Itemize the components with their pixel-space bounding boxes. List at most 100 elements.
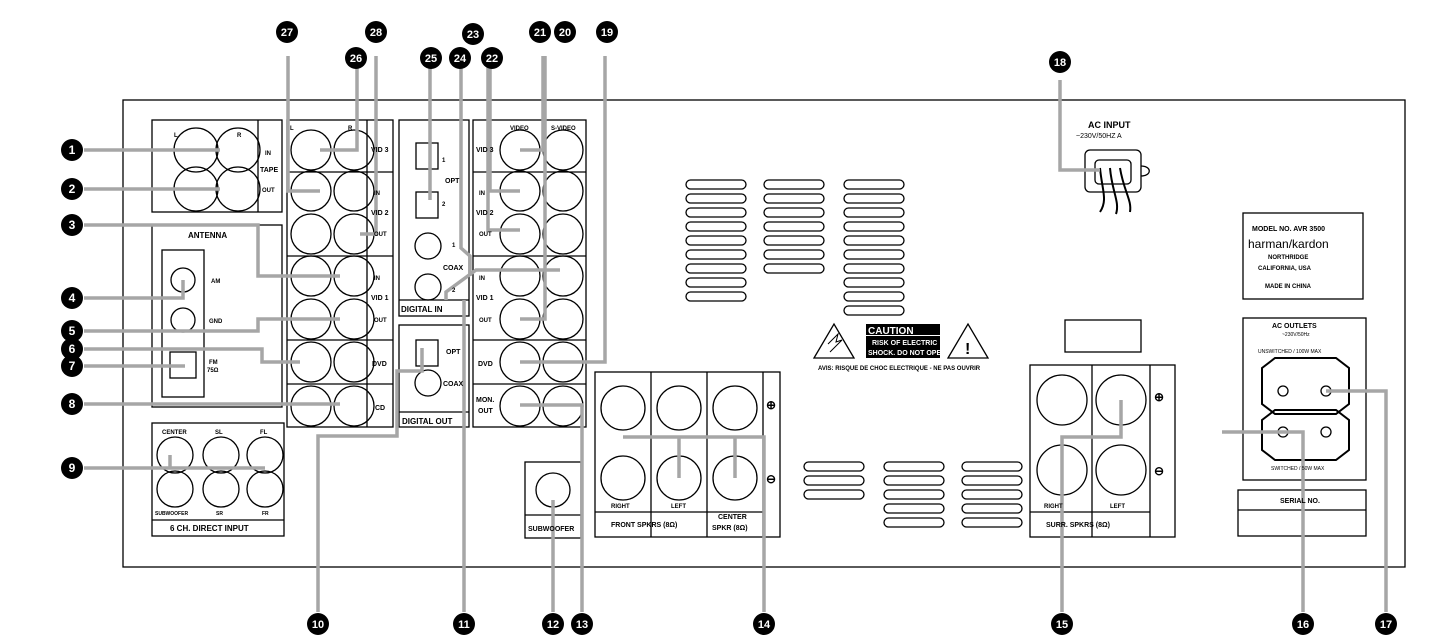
callout-number: 25 <box>425 53 437 65</box>
center-label: CENTER <box>162 430 187 436</box>
fm-ohm-label: 75Ω <box>207 368 219 374</box>
vid3-audio-label: VID 3 <box>371 147 389 154</box>
callout-leaders <box>84 56 1388 612</box>
callout-badge-circle <box>61 178 83 200</box>
callout-14: 14 <box>753 613 775 635</box>
digital-in-panel <box>398 119 470 317</box>
callout-number: 2 <box>69 182 76 196</box>
electric-warning-icon <box>812 322 856 359</box>
antenna-title: ANTENNA <box>188 231 227 240</box>
exclamation-glyph: ! <box>965 341 970 358</box>
fl-in-jack <box>246 436 284 474</box>
callout-number: 27 <box>281 27 293 39</box>
callout-badge-circle <box>61 457 83 479</box>
video-audio-panel <box>286 119 394 428</box>
fm-label: FM <box>209 360 218 366</box>
coax-out-label: COAX <box>443 381 464 388</box>
vid2-video-label: VID 2 <box>476 210 494 217</box>
callout-number: 9 <box>69 461 76 475</box>
callout-number: 24 <box>454 53 467 65</box>
dvd-audio-label: DVD <box>372 361 387 368</box>
callout-2: 2 <box>61 178 83 200</box>
subwoofer-out-label: SUBWOOFER <box>528 526 574 533</box>
callout-badge-circle <box>365 21 387 43</box>
vid1-video-out-label: OUT <box>479 318 492 324</box>
callout-badge-circle <box>453 613 475 635</box>
opt-in-1-number: 1 <box>442 158 446 164</box>
vid1-video-label: VID 1 <box>476 295 494 302</box>
digital-out-title: DIGITAL OUT <box>402 417 452 426</box>
opt-in-2 <box>415 191 439 219</box>
callout-6: 6 <box>61 338 83 360</box>
mon-label: MON. <box>476 397 494 404</box>
opt-in-1 <box>415 142 439 170</box>
cd-label: CD <box>375 405 385 412</box>
callout-badge-circle <box>554 21 576 43</box>
surround-left-label: LEFT <box>1110 504 1125 510</box>
callout-27: 27 <box>276 21 298 43</box>
surround-right-label: RIGHT <box>1044 504 1063 510</box>
front-speaker-panel <box>594 371 781 538</box>
callout-badge-circle <box>345 47 367 69</box>
model-label-panel <box>1242 212 1364 300</box>
digital-in-title: DIGITAL IN <box>401 305 443 314</box>
callout-9: 9 <box>61 457 83 479</box>
callout-number: 1 <box>69 143 76 157</box>
fl-label: FL <box>260 430 268 436</box>
callout-badge-circle <box>420 47 442 69</box>
caution-warning-icon <box>946 322 990 359</box>
callout-number: 6 <box>69 342 76 356</box>
callout-11: 11 <box>453 613 475 635</box>
vid2-in-label: IN <box>374 191 380 197</box>
callout-badge-circle <box>61 320 83 342</box>
callout-number: 21 <box>534 27 546 39</box>
brand-name: harman/kardon <box>1248 237 1329 251</box>
unswitched-label: UNSWITCHED / 100W MAX <box>1258 349 1322 355</box>
callout-badge-circle <box>753 613 775 635</box>
direct-input-panel <box>151 422 285 537</box>
sl-in-jack <box>202 436 240 474</box>
callout-number: 17 <box>1380 619 1392 631</box>
ac-input-title: AC INPUT <box>1088 120 1131 130</box>
callout-badge-circle <box>481 47 503 69</box>
vid-l-label: L <box>290 126 294 132</box>
tape-l-label: L <box>174 133 178 139</box>
callout-number: 5 <box>69 324 76 338</box>
vid2-video-out-label: OUT <box>479 232 492 238</box>
callout-10: 10 <box>307 613 329 635</box>
callout-number: 18 <box>1054 57 1066 69</box>
callout-badge-circle <box>61 338 83 360</box>
center-speaker-sub: SPKR (8Ω) <box>712 525 748 532</box>
callout-number: 10 <box>312 619 324 631</box>
surround-speaker-panel <box>1029 364 1176 538</box>
coax-out <box>414 369 442 397</box>
coax-in-2 <box>414 273 442 301</box>
callout-number: 28 <box>370 27 382 39</box>
model-no: MODEL NO. AVR 3500 <box>1252 226 1325 233</box>
vid1-video-in-label: IN <box>479 276 485 282</box>
tape-out-label: OUT <box>262 188 275 194</box>
unswitched-outlet <box>1261 357 1350 415</box>
callout-badge-circle <box>596 21 618 43</box>
callout-17: 17 <box>1375 613 1397 635</box>
coax-in-1 <box>414 232 442 260</box>
front-speakers-title: FRONT SPKRS (8Ω) <box>611 522 677 529</box>
callout-number: 8 <box>69 397 76 411</box>
callout-26: 26 <box>345 47 367 69</box>
callout-number: 4 <box>69 291 76 305</box>
avis-text: AVIS: RISQUE DE CHOC ELECTRIQUE - NE PAS… <box>818 366 981 372</box>
callout-badge-circle <box>1049 51 1071 73</box>
top-vents <box>685 179 905 316</box>
svideo-label: S-VIDEO <box>551 126 576 132</box>
fr-label: FR <box>262 511 269 517</box>
made-in-label: MADE IN CHINA <box>1265 284 1312 290</box>
dvd-video-label: DVD <box>478 361 493 368</box>
front-plus-icon: ⊕ <box>766 398 776 412</box>
callout-15: 15 <box>1051 613 1073 635</box>
callout-25: 25 <box>420 47 442 69</box>
callout-number: 23 <box>467 29 479 41</box>
vid1-audio-label: VID 1 <box>371 295 389 302</box>
subwoofer-in-label: SUBWOOFER <box>155 511 188 517</box>
